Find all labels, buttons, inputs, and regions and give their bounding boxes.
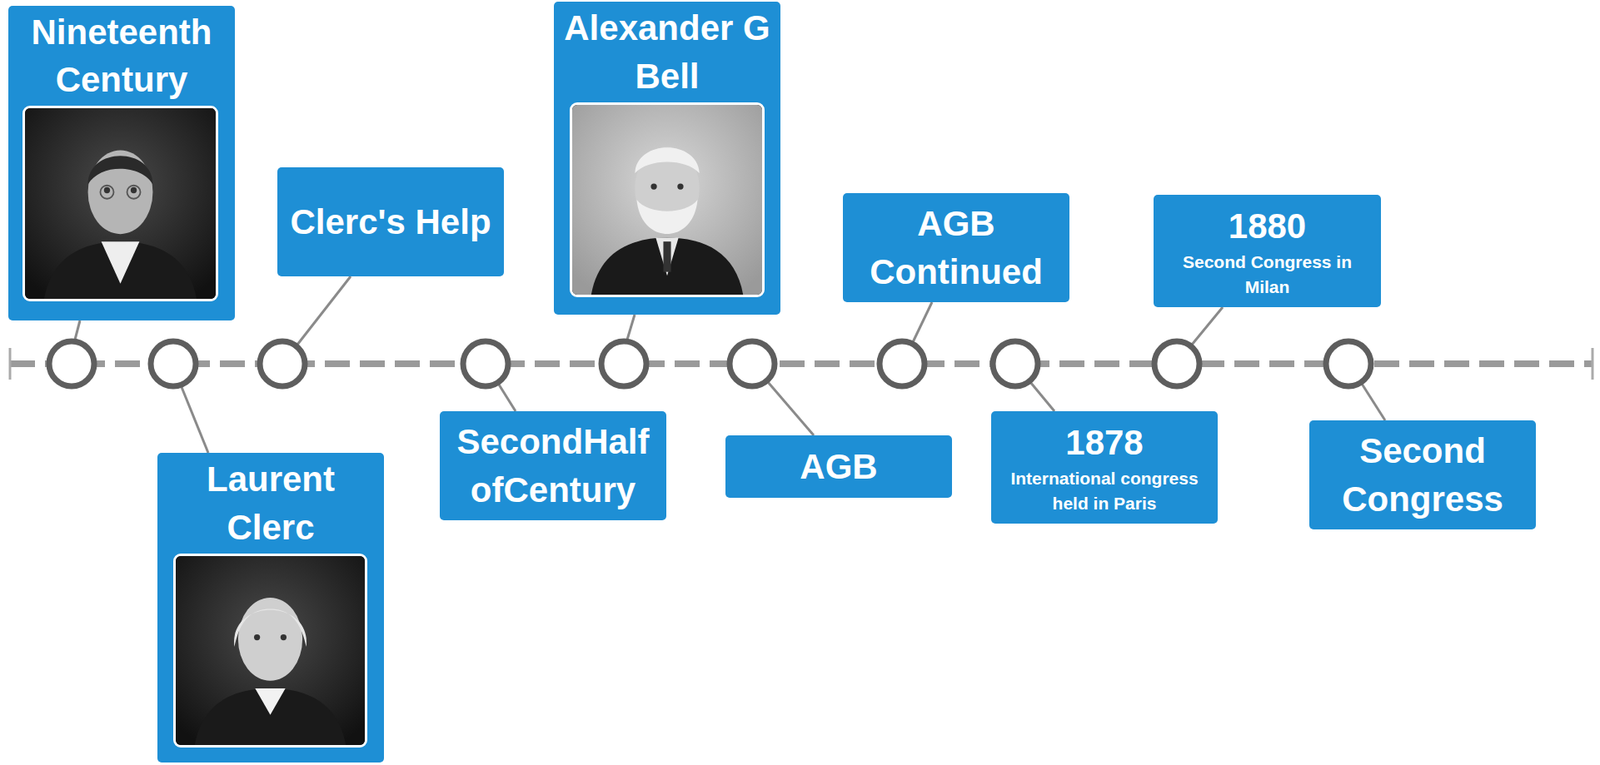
event-detail: International congress held in Paris <box>999 466 1210 518</box>
timeline-marker <box>729 341 775 387</box>
event-box: 1880Second Congress in Milan <box>1153 194 1381 308</box>
timeline-markers <box>49 341 1371 387</box>
timeline-marker <box>49 341 95 387</box>
portrait-illustration <box>24 108 216 300</box>
leader-line <box>297 276 351 345</box>
text-group: Second Congress <box>1309 420 1536 530</box>
portrait-photo <box>173 553 368 748</box>
leader-line <box>181 387 209 454</box>
leader-line <box>912 302 933 343</box>
text-group: Nineteenth Century <box>8 7 235 105</box>
timeline-marker <box>150 341 196 387</box>
portrait-card: Nineteenth Century <box>8 5 235 321</box>
timeline-marker <box>463 341 509 387</box>
event-box: Second Congress <box>1309 420 1536 530</box>
event-box: Clerc's Help <box>277 167 504 277</box>
event-title: 1878 <box>1065 418 1143 467</box>
timeline-marker <box>1325 341 1371 387</box>
event-box: SecondHalf ofCentury <box>439 411 667 521</box>
leader-line <box>1361 383 1386 421</box>
timeline-marker <box>259 341 305 387</box>
leader-line <box>627 314 635 340</box>
portrait-illustration <box>175 556 365 746</box>
event-title: AGB <box>799 443 878 491</box>
text-group: Alexander G Bell <box>553 3 781 101</box>
leader-line <box>1191 307 1223 345</box>
event-title: 1880 <box>1228 202 1306 250</box>
leader-line <box>1030 382 1055 412</box>
event-title: Clerc's Help <box>289 198 491 246</box>
text-group: 1878International congress held in Paris <box>991 411 1218 524</box>
event-box: 1878International congress held in Paris <box>991 411 1218 524</box>
event-title: Alexander G Bell <box>562 4 773 100</box>
timeline-marker <box>1154 341 1200 387</box>
text-group: AGB <box>725 435 953 499</box>
text-group: 1880Second Congress in Milan <box>1153 194 1381 308</box>
event-detail: Second Congress in Milan <box>1161 249 1373 301</box>
event-title: AGB Continued <box>851 199 1062 295</box>
timeline-cap <box>9 348 12 380</box>
timeline-marker <box>879 341 925 387</box>
leader-line <box>767 382 814 436</box>
timeline-marker <box>601 341 647 387</box>
leader-line <box>498 384 516 412</box>
text-group: Laurent Clerc <box>157 454 384 553</box>
portrait-card: Laurent Clerc <box>157 453 384 763</box>
portrait-card: Alexander G Bell <box>553 1 781 315</box>
event-title: Nineteenth Century <box>16 8 227 104</box>
text-group: Clerc's Help <box>277 167 504 277</box>
event-box: AGB Continued <box>842 193 1070 303</box>
timeline-marker <box>992 341 1038 387</box>
text-group: AGB Continued <box>842 193 1070 303</box>
portrait-illustration <box>572 104 763 295</box>
text-group: SecondHalf ofCentury <box>439 411 667 521</box>
event-box: AGB <box>725 435 953 499</box>
portrait-photo <box>22 105 219 302</box>
event-title: Laurent Clerc <box>165 455 376 551</box>
leader-line <box>74 320 80 340</box>
portrait-photo <box>569 102 765 298</box>
timeline-cap <box>1591 348 1595 380</box>
event-title: SecondHalf ofCentury <box>448 418 658 514</box>
event-title: Second Congress <box>1317 427 1528 523</box>
